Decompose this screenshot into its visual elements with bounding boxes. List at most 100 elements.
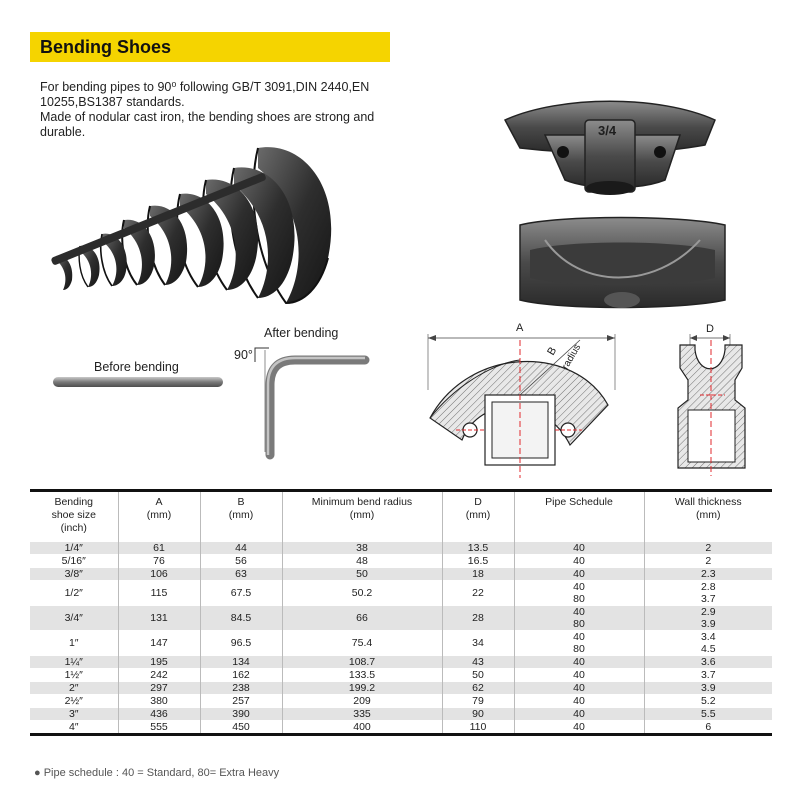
cell-size: 1/4″ xyxy=(30,541,118,555)
cell-a: 555 xyxy=(117,720,200,735)
cell-schedule: 40 xyxy=(513,720,644,735)
schedule-value: 80 xyxy=(573,618,585,630)
pipe-after-bending xyxy=(254,347,370,460)
cell-size: 3/8″ xyxy=(30,567,118,581)
illustrations: 3/4 A B radius xyxy=(51,100,746,478)
cell-b: 390 xyxy=(199,707,282,721)
cell-schedule: 40 xyxy=(513,567,644,581)
cell-wall: 5.2 xyxy=(643,694,772,708)
cell-d: 43 xyxy=(441,655,514,669)
cell-b: 257 xyxy=(199,694,282,708)
schedule-value: 40 xyxy=(573,606,585,618)
shoe-size-marking: 3/4 xyxy=(598,123,617,138)
intro-standards: For bending pipes to 90⁰ following GB/T … xyxy=(40,80,370,109)
col-b: B (mm) xyxy=(199,490,282,542)
col-d: D (mm) xyxy=(441,490,514,542)
bending-shoe-set-photo xyxy=(51,147,332,305)
cell-b: 67.5 xyxy=(199,580,282,606)
wall-value: 2.3 xyxy=(700,568,716,580)
cell-b: 96.5 xyxy=(199,630,282,656)
col-size: Bending shoe size (inch) xyxy=(51,496,96,534)
cell-size: 3/4″ xyxy=(30,605,118,631)
cell-d: 50 xyxy=(441,668,514,682)
pipe-before-bending xyxy=(53,377,223,387)
dim-a-label: A xyxy=(516,322,524,334)
wall-value: 3.7 xyxy=(700,669,716,681)
cell-radius: 50 xyxy=(281,567,442,581)
schedule-value: 40 xyxy=(573,656,585,668)
cell-b: 238 xyxy=(199,681,282,695)
cell-schedule: 40 xyxy=(513,541,644,555)
intro-material: Made of nodular cast iron, the bending s… xyxy=(40,110,375,139)
angle-label: 90° xyxy=(234,348,253,362)
dim-b-label: B xyxy=(545,345,559,357)
cell-d: 22 xyxy=(441,580,514,606)
wall-value: 3.9 xyxy=(700,618,716,630)
intro-text: For bending pipes to 90⁰ following GB/T … xyxy=(40,80,390,140)
cell-b: 84.5 xyxy=(199,605,282,631)
cell-size: 1/2″ xyxy=(64,587,83,599)
cell-a: 147 xyxy=(117,630,200,656)
cell-wall: 3.7 xyxy=(643,668,772,682)
cell-a: 195 xyxy=(117,655,200,669)
schedule-value: 40 xyxy=(573,555,585,567)
cell-wall: 2 xyxy=(643,541,772,555)
cell-d: 16.5 xyxy=(441,554,514,568)
schedule-value: 40 xyxy=(573,721,585,733)
wall-value: 4.5 xyxy=(700,643,716,655)
dim-d-label: D xyxy=(706,323,714,335)
wall-value: 3.7 xyxy=(700,593,716,605)
cell-wall: 5.5 xyxy=(643,707,772,721)
schedule-value: 80 xyxy=(573,643,585,655)
cell-size: 1″ xyxy=(68,637,79,649)
cell-radius: 66 xyxy=(281,605,442,631)
cell-schedule: 40 xyxy=(513,681,644,695)
cell-a: 297 xyxy=(117,681,200,695)
cell-radius: 108.7 xyxy=(281,655,442,669)
schedule-value: 40 xyxy=(573,669,585,681)
schedule-value: 80 xyxy=(573,593,585,605)
cell-schedule: 40 xyxy=(513,668,644,682)
wall-value: 2 xyxy=(705,542,712,554)
cell-size: 4″ xyxy=(68,721,79,733)
cell-a: 436 xyxy=(117,707,200,721)
wall-value: 2.9 xyxy=(700,606,716,618)
wall-value: 5.2 xyxy=(700,695,716,707)
schedule-value: 40 xyxy=(573,631,585,643)
cell-radius: 48 xyxy=(281,554,442,568)
col-radius: Minimum bend radius (mm) xyxy=(281,490,442,542)
specification-table: Bending shoe size (inch) A (mm) B (mm) M… xyxy=(30,489,772,736)
wall-value: 3.4 xyxy=(700,631,716,643)
cell-d: 34 xyxy=(441,630,514,656)
bending-shoe-top-view-photo: 3/4 xyxy=(503,100,716,195)
footnote: ● Pipe schedule : 40 = Standard, 80= Ext… xyxy=(34,767,280,779)
shoe-dimension-drawing: A B radius xyxy=(427,322,616,478)
cell-d: 13.5 xyxy=(441,541,514,555)
cell-radius: 38 xyxy=(281,541,442,555)
cell-a: 76 xyxy=(117,554,200,568)
schedule-value: 40 xyxy=(573,581,585,593)
cell-d: 62 xyxy=(441,681,514,695)
cell-radius: 133.5 xyxy=(281,668,442,682)
wall-value: 3.9 xyxy=(700,682,716,694)
wall-value: 6 xyxy=(705,721,712,733)
schedule-value: 40 xyxy=(573,542,585,554)
cell-d: 90 xyxy=(441,707,514,721)
cell-a: 61 xyxy=(117,541,200,555)
cell-schedule: 40 xyxy=(513,707,644,721)
cell-radius: 50.2 xyxy=(281,580,442,606)
